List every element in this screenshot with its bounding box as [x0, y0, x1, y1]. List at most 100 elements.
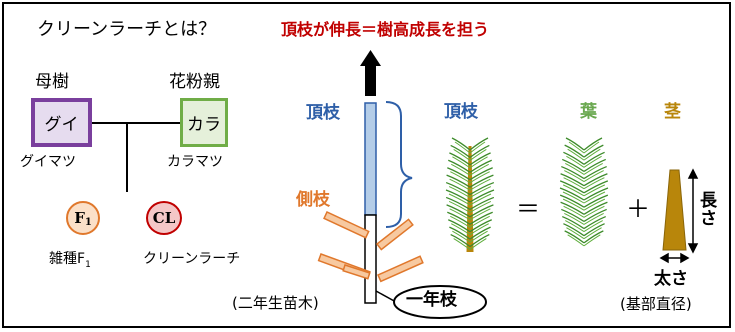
- needle: [445, 196, 471, 210]
- needle: [454, 141, 471, 154]
- needle: [450, 233, 471, 248]
- needle: [469, 219, 492, 233]
- needle: [469, 141, 486, 154]
- needle: [469, 208, 491, 221]
- mother-species-box: グイ: [31, 98, 92, 147]
- needle: [559, 194, 585, 208]
- length-arrow: [687, 168, 699, 254]
- needle: [560, 201, 585, 215]
- needle: [583, 180, 609, 194]
- needle: [563, 205, 585, 218]
- outer-frame: [2, 2, 731, 328]
- needle: [469, 193, 492, 206]
- needle: [563, 151, 585, 165]
- apical-shoot-bar: [364, 102, 377, 216]
- needle: [453, 238, 471, 250]
- needle: [469, 238, 487, 250]
- thickness-label: 太さ: [654, 269, 688, 289]
- stem-label: 茎: [664, 102, 681, 122]
- needle: [449, 178, 471, 191]
- needle: [563, 223, 585, 237]
- lateral-branch-label: 側枝: [296, 190, 330, 210]
- needle: [565, 137, 585, 151]
- needle: [469, 167, 493, 181]
- needle: [561, 165, 585, 180]
- apical-label-seedling: 頂枝: [306, 103, 340, 123]
- needle: [450, 171, 471, 184]
- needle: [583, 170, 604, 182]
- f1-caption: 雑種F1: [49, 251, 91, 270]
- needles-illustration: [559, 137, 609, 247]
- needle: [583, 184, 606, 197]
- father-species-name: カラマツ: [167, 154, 223, 170]
- apical-shoot-illustration: [445, 137, 495, 252]
- pollen-parent-label: 花粉親: [169, 72, 220, 92]
- needle: [583, 230, 604, 244]
- needle: [565, 220, 585, 232]
- needle: [469, 163, 489, 176]
- needle: [450, 144, 471, 158]
- plus-sign: ＋: [626, 195, 650, 223]
- needle: [583, 137, 603, 151]
- mother-species-name: グイマツ: [20, 154, 76, 170]
- headline: 頂枝が伸長＝樹高成長を担う: [281, 20, 490, 39]
- needle: [564, 144, 585, 158]
- lateral-branch: [323, 211, 370, 239]
- needle: [445, 189, 471, 203]
- needle: [448, 193, 471, 206]
- needle: [561, 208, 585, 222]
- needle: [565, 162, 585, 175]
- needle: [583, 162, 603, 175]
- needle: [563, 177, 585, 190]
- needle: [583, 187, 609, 201]
- needle: [583, 201, 608, 215]
- needle: [564, 212, 585, 225]
- needle: [564, 230, 585, 244]
- needle: [448, 159, 471, 173]
- seedling-caption: (二年生苗木): [232, 294, 319, 312]
- needle: [583, 148, 601, 161]
- needle: [469, 223, 489, 236]
- cl-caption: クリーンラーチ: [143, 251, 241, 267]
- needle: [583, 208, 607, 222]
- one-year-ellipse: [393, 285, 487, 319]
- needle: [560, 173, 585, 187]
- thickness-arrow: [659, 252, 690, 264]
- needle: [564, 170, 585, 182]
- needle: [445, 181, 471, 196]
- needle: [583, 215, 606, 230]
- needle: [583, 223, 605, 237]
- needle: [566, 227, 585, 240]
- needle: [583, 227, 602, 240]
- needle: [469, 211, 493, 225]
- needle: [567, 148, 585, 161]
- needle: [566, 155, 585, 168]
- needles-label: 葉: [580, 102, 597, 122]
- stem-cone: [662, 169, 687, 251]
- needle: [469, 149, 487, 161]
- needle: [452, 156, 471, 169]
- shoot-stem: [466, 146, 474, 252]
- equals-sign: ＝: [516, 195, 540, 223]
- needle: [562, 198, 585, 211]
- mother-tree-label: 母樹: [35, 72, 69, 92]
- needle: [583, 141, 600, 154]
- needle: [562, 215, 585, 230]
- needle: [583, 173, 608, 187]
- lateral-branch: [375, 218, 414, 251]
- needle: [469, 137, 489, 151]
- needle: [446, 174, 471, 188]
- needle: [469, 230, 488, 243]
- needle: [583, 155, 602, 168]
- up-arrow: [360, 50, 381, 96]
- needle: [469, 178, 491, 191]
- needle: [583, 194, 609, 208]
- needle: [469, 200, 492, 213]
- needle: [567, 234, 585, 247]
- needle: [583, 198, 606, 211]
- needle: [447, 167, 471, 181]
- needle: [469, 226, 491, 240]
- needle: [583, 234, 601, 247]
